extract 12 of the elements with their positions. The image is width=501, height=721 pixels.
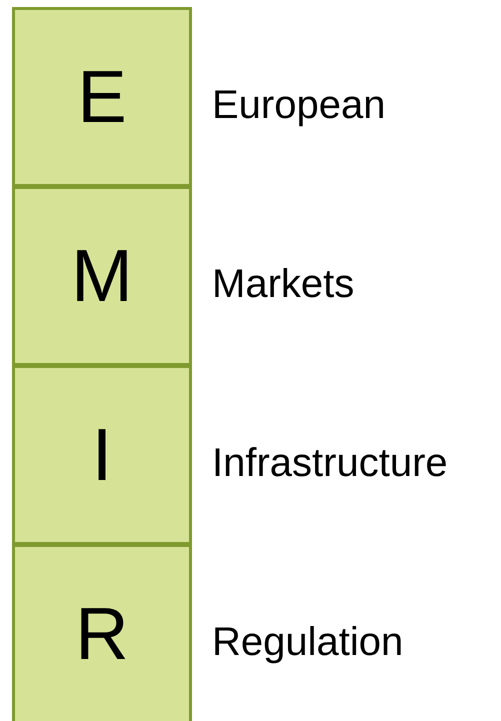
word-label: Infrastructure <box>212 443 448 483</box>
letter-box <box>12 365 192 545</box>
letter: M <box>71 239 133 313</box>
letter-box <box>12 544 192 721</box>
letter: R <box>75 597 129 671</box>
letter-box <box>12 186 192 366</box>
letter-box <box>12 7 192 187</box>
letter: E <box>77 60 127 134</box>
word-label: Regulation <box>212 622 404 662</box>
word-label: Markets <box>212 264 354 304</box>
word-label: European <box>212 85 386 125</box>
letter: I <box>92 418 112 492</box>
